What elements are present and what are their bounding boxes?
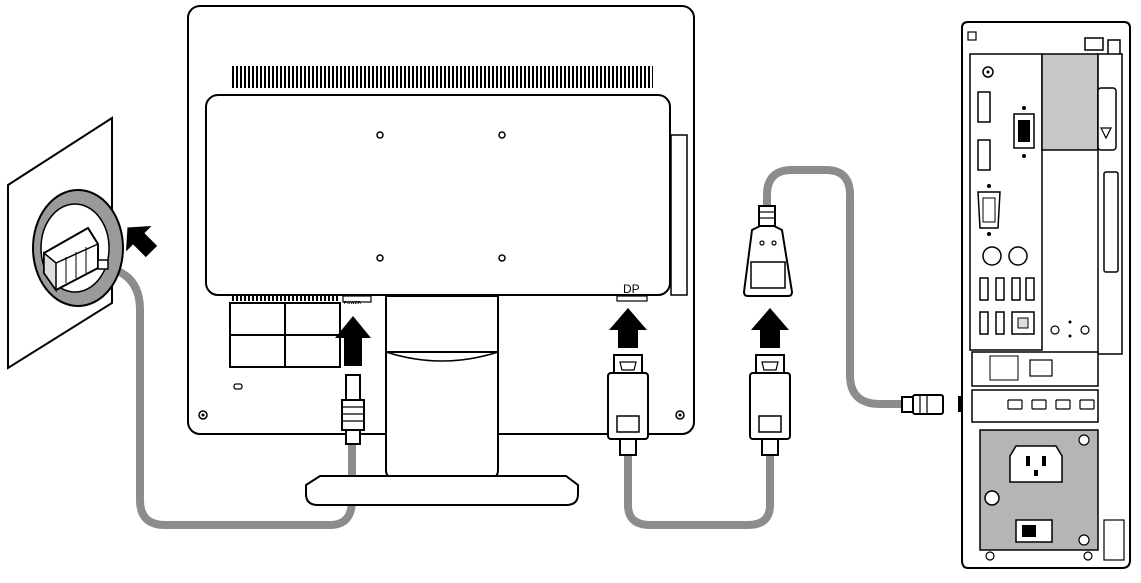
displayport-connector-icon [749, 354, 791, 456]
power-plug-icon [43, 226, 109, 293]
displayport-connector-icon [742, 205, 794, 297]
power-plug-icon [341, 374, 365, 445]
direction-arrow-icon [126, 226, 158, 258]
desktop-rear-icon [961, 21, 1131, 569]
direction-arrow-icon [335, 316, 371, 366]
direction-arrow-icon [609, 308, 647, 348]
monitor-back-icon: POWER DP [187, 5, 695, 506]
power-cable [104, 264, 356, 529]
power-port-label: POWER [344, 300, 362, 305]
dp-cable-loop [624, 451, 774, 529]
cables [104, 166, 909, 529]
wall-outlet-icon [7, 116, 124, 370]
displayport-connector-icon [901, 394, 944, 415]
dp-port-label: DP [623, 282, 640, 296]
direction-arrow-icon [751, 308, 789, 348]
displayport-connector-icon [607, 354, 649, 456]
dp-cable-pc [763, 166, 909, 408]
